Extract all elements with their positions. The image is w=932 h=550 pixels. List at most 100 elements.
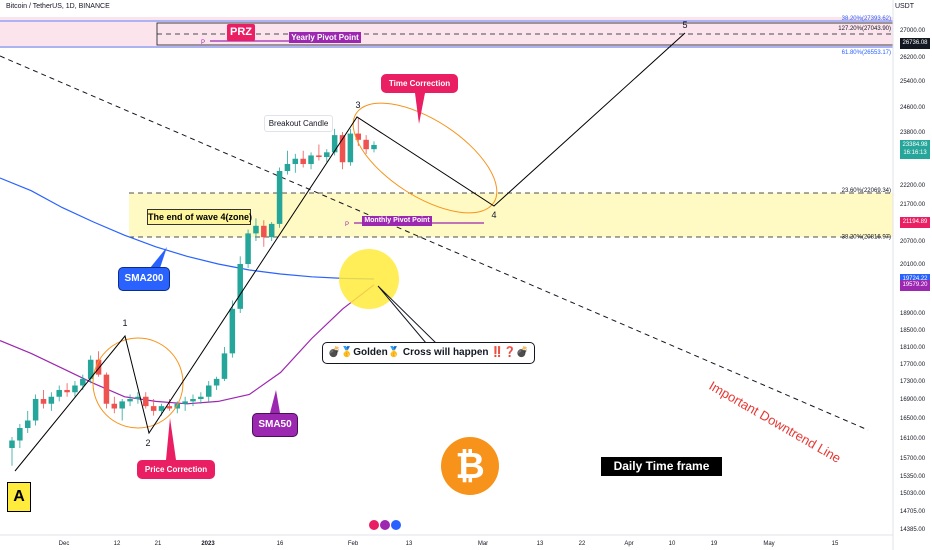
y-tick-label: 17700.00 xyxy=(900,362,926,368)
wave-label-3: 3 xyxy=(355,100,360,110)
candle-body xyxy=(158,406,165,411)
x-tick-label: 19 xyxy=(711,541,718,547)
golden-cross-label: 💣🥇Golden🥇 Cross will happen ‼️❓💣 xyxy=(322,342,535,364)
y-tick-label: 18900.00 xyxy=(900,311,926,317)
x-tick-label: 15 xyxy=(832,541,839,547)
y-tick-label: 26200.00 xyxy=(900,55,926,61)
sma50-label: SMA50 xyxy=(252,413,298,437)
flag-icon[interactable] xyxy=(380,520,390,530)
wave-label-4: 4 xyxy=(491,210,496,220)
daily-timeframe-label: Daily Time frame xyxy=(601,457,722,476)
currency-label: USDT xyxy=(894,3,914,10)
candle-body xyxy=(284,164,291,171)
candle-body xyxy=(111,403,118,409)
x-tick-label: Feb xyxy=(348,541,359,547)
candle-body xyxy=(95,359,102,375)
fib-level-label: 38.20%(20816.97) xyxy=(842,235,891,241)
candle-body xyxy=(87,359,94,379)
x-tick-label: 10 xyxy=(669,541,676,547)
candle-body xyxy=(48,396,55,404)
x-tick-label: 12 xyxy=(114,541,121,547)
x-tick-label: Mar xyxy=(478,541,488,547)
us-flag-icon[interactable] xyxy=(391,520,401,530)
candle-body xyxy=(150,406,157,411)
price-label: 26736.08 xyxy=(900,38,930,50)
y-tick-label: 22200.00 xyxy=(900,183,926,189)
x-tick-label: May xyxy=(763,541,774,547)
candle-body xyxy=(316,155,322,157)
time-correction-ellipse xyxy=(352,102,498,214)
price-correction-label: Price Correction xyxy=(137,460,215,479)
price-label: 19579.20 xyxy=(900,279,930,291)
candle-body xyxy=(221,353,228,379)
candle-body xyxy=(276,171,283,224)
prz-badge: PRZ xyxy=(227,24,255,41)
y-tick-label: 16900.00 xyxy=(900,397,926,403)
candle-body xyxy=(80,378,86,386)
y-tick-label: 15030.00 xyxy=(900,491,926,497)
candle-body xyxy=(205,385,212,397)
a-badge: A xyxy=(7,482,31,512)
golden-cross-circle xyxy=(339,249,399,309)
candle-body xyxy=(324,152,330,157)
x-tick-label: 2023 xyxy=(201,541,215,547)
prz-zone xyxy=(0,17,893,48)
wave4-zone-label: The end of wave 4(zone) xyxy=(147,209,252,225)
x-tick-label: Dec xyxy=(59,541,70,547)
sma50-line xyxy=(0,284,375,405)
candle-body xyxy=(213,378,220,386)
time-correction-pointer xyxy=(415,93,425,124)
candle-body xyxy=(32,399,39,421)
fib-labels: 38.20%(27393.62)127.20%(27043.90)61.80%(… xyxy=(838,16,891,241)
candle-body xyxy=(64,390,70,393)
x-tick-label: 22 xyxy=(579,541,586,547)
golden-cross-pointer xyxy=(377,285,438,344)
price-correction-pointer xyxy=(166,418,176,460)
y-tick-label: 24600.00 xyxy=(900,105,926,111)
candle-body xyxy=(190,399,196,402)
candle-body xyxy=(143,396,149,407)
price-label: 21194.89 xyxy=(900,217,930,229)
candle-body xyxy=(166,406,173,409)
candle-body xyxy=(253,225,259,234)
y-tick-label: 14705.00 xyxy=(900,509,926,515)
price-label: 23384.98 xyxy=(900,139,930,151)
sma200-pointer xyxy=(150,247,167,268)
breakout-candle-label: Breakout Candle xyxy=(264,115,333,132)
candle-body xyxy=(331,135,338,153)
y-tick-label: 16100.00 xyxy=(900,436,926,442)
chart-title: Bitcoin / TetherUS, 1D, BINANCE xyxy=(6,3,110,10)
y-tick-label: 20700.00 xyxy=(900,239,926,245)
candle-body xyxy=(135,396,141,399)
elliott-wave-path xyxy=(14,32,686,472)
candle-body xyxy=(300,158,306,164)
time-correction-label: Time Correction xyxy=(381,74,458,93)
candle-body xyxy=(339,135,346,163)
yearly-pivot-label: Yearly Pivot Point xyxy=(289,32,361,43)
x-tick-label: 13 xyxy=(537,541,544,547)
wave-label-2: 2 xyxy=(145,438,150,448)
flash-icon[interactable] xyxy=(369,520,379,530)
candle-body xyxy=(308,155,314,164)
wave-label-5: 5 xyxy=(682,20,687,30)
candle-body xyxy=(355,133,362,140)
sma200-label: SMA200 xyxy=(118,267,170,291)
sma50-pointer xyxy=(270,390,280,413)
monthly-pivot-p-marker: P xyxy=(345,222,349,228)
x-tick-label: Apr xyxy=(624,541,633,547)
sma200-line xyxy=(0,177,375,280)
y-tick-label: 18100.00 xyxy=(900,345,926,351)
y-tick-label: 18500.00 xyxy=(900,328,926,334)
candle-body xyxy=(174,403,181,409)
yearly-pivot-p-marker: P xyxy=(201,40,205,46)
bitcoin-symbol: ₿ xyxy=(455,445,485,486)
y-tick-label: 15350.00 xyxy=(900,474,926,480)
fib-level-label: 23.60%(22069.34) xyxy=(842,188,891,194)
candle-body xyxy=(56,390,62,397)
candle-body xyxy=(17,428,23,441)
candle-body xyxy=(103,374,110,404)
downtrend-line xyxy=(0,55,869,431)
